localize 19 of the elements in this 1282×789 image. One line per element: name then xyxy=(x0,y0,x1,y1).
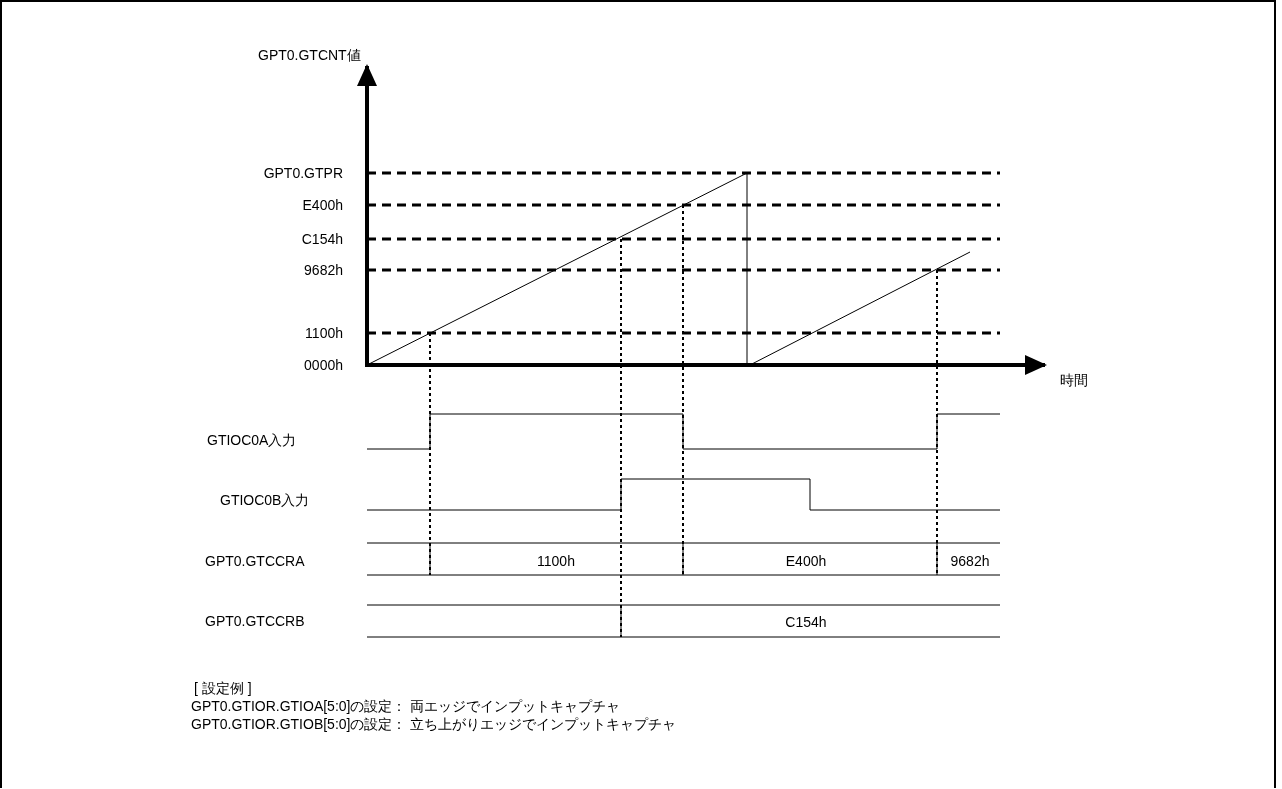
axis-title: 時間 xyxy=(1060,372,1088,388)
signal-label: GPT0.GTCCRA xyxy=(205,553,305,569)
note-heading: [ 設定例 ] xyxy=(194,680,252,696)
axis-title: GPT0.GTCNT値 xyxy=(258,47,361,63)
signal-label: GTIOC0B入力 xyxy=(220,492,310,508)
signal-label: GPT0.GTCCRB xyxy=(205,613,305,629)
tick-label: C154h xyxy=(301,231,343,247)
tick-label: GPT0.GTPR xyxy=(263,165,343,181)
register-value: C154h xyxy=(785,614,827,630)
note-text: GPT0.GTIOR.GTIOB[5:0]の設定： 立ち上がりエッジでインプットキャプチャ xyxy=(191,716,677,732)
note-text: GPT0.GTIOR.GTIOA[5:0]の設定： 両エッジでインプットキャプチャ xyxy=(191,698,621,714)
tick-label: 9682h xyxy=(304,262,343,278)
register-value: 9682h xyxy=(950,553,990,569)
tick-label: 0000h xyxy=(304,357,343,373)
signal-label: GTIOC0A入力 xyxy=(207,432,297,448)
tick-label: E400h xyxy=(302,197,343,213)
tick-label: 1100h xyxy=(305,325,343,341)
register-value: 1100h xyxy=(537,553,575,569)
register-value: E400h xyxy=(785,553,827,569)
